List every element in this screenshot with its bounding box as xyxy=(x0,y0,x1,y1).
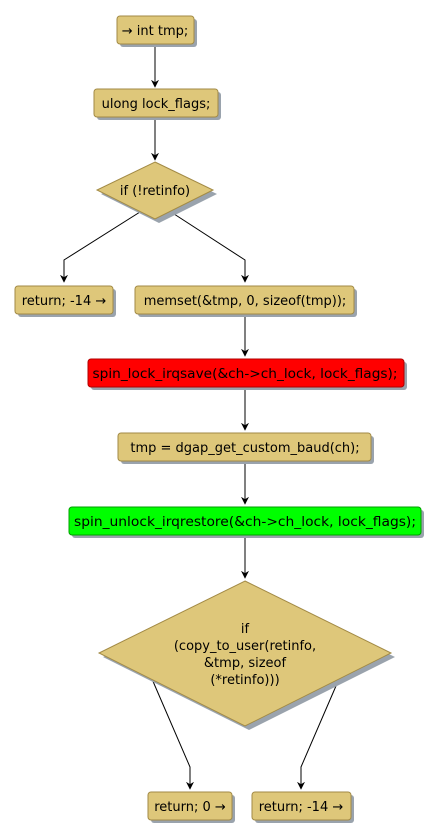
node-label: memset(&tmp, 0, sizeof(tmp)); xyxy=(144,294,347,309)
decision-label-line-4: (*retinfo))) xyxy=(210,673,279,688)
decision-label-line-1: if xyxy=(241,622,250,637)
decision-diamond xyxy=(97,580,393,727)
node-spin-unlock: spin_unlock_irqrestore(&ch->ch_lock, loc… xyxy=(68,506,424,538)
decision-check-retinfo: if (!retinfo) xyxy=(95,161,217,223)
node-box xyxy=(93,88,219,118)
node-return-minus14-second: return; -14 → xyxy=(251,791,354,823)
edge-check-to-memset xyxy=(170,211,249,283)
node-ulong-lock-flags: ulong lock_flags; xyxy=(93,88,221,120)
node-box xyxy=(87,358,405,388)
node-label: spin_unlock_irqrestore(&ch->ch_lock, loc… xyxy=(74,515,416,530)
node-label: ulong lock_flags; xyxy=(102,97,211,112)
decision-diamond xyxy=(95,161,215,220)
node-memset: memset(&tmp, 0, sizeof(tmp)); xyxy=(134,285,357,317)
node-box xyxy=(117,432,372,462)
node-label: tmp = dgap_get_custom_baud(ch); xyxy=(130,441,359,456)
node-return-zero: return; 0 → xyxy=(147,791,235,823)
node-return-minus14-first: return; -14 → xyxy=(14,285,116,317)
node-box xyxy=(147,791,233,821)
node-label: return; -14 → xyxy=(22,294,107,309)
decision-label-line-3: &tmp, sizeof xyxy=(204,656,287,671)
edge-check-to-return-first xyxy=(60,211,141,283)
edge-copy-to-return-zero xyxy=(151,678,194,790)
node-box xyxy=(68,506,422,536)
decision-copy-to-user: if (copy_to_user(retinfo, &tmp, sizeof (… xyxy=(97,580,395,730)
decision-label-line-2: (copy_to_user(retinfo, xyxy=(174,639,316,654)
node-box xyxy=(251,791,352,821)
flow-edges xyxy=(60,46,340,790)
node-int-tmp: → int tmp; xyxy=(116,15,197,47)
node-box xyxy=(116,15,195,45)
node-get-custom-baud: tmp = dgap_get_custom_baud(ch); xyxy=(117,432,374,464)
node-box xyxy=(134,285,355,315)
node-box xyxy=(14,285,114,315)
node-label: return; -14 → xyxy=(259,800,344,815)
decision-label: if (!retinfo) xyxy=(120,184,190,199)
node-label: → int tmp; xyxy=(122,24,189,39)
edge-copy-to-return-minus14 xyxy=(297,678,340,790)
node-label: return; 0 → xyxy=(154,800,226,815)
node-spin-lock: spin_lock_irqsave(&ch->ch_lock, lock_fla… xyxy=(87,358,407,390)
node-label: spin_lock_irqsave(&ch->ch_lock, lock_fla… xyxy=(93,367,398,382)
